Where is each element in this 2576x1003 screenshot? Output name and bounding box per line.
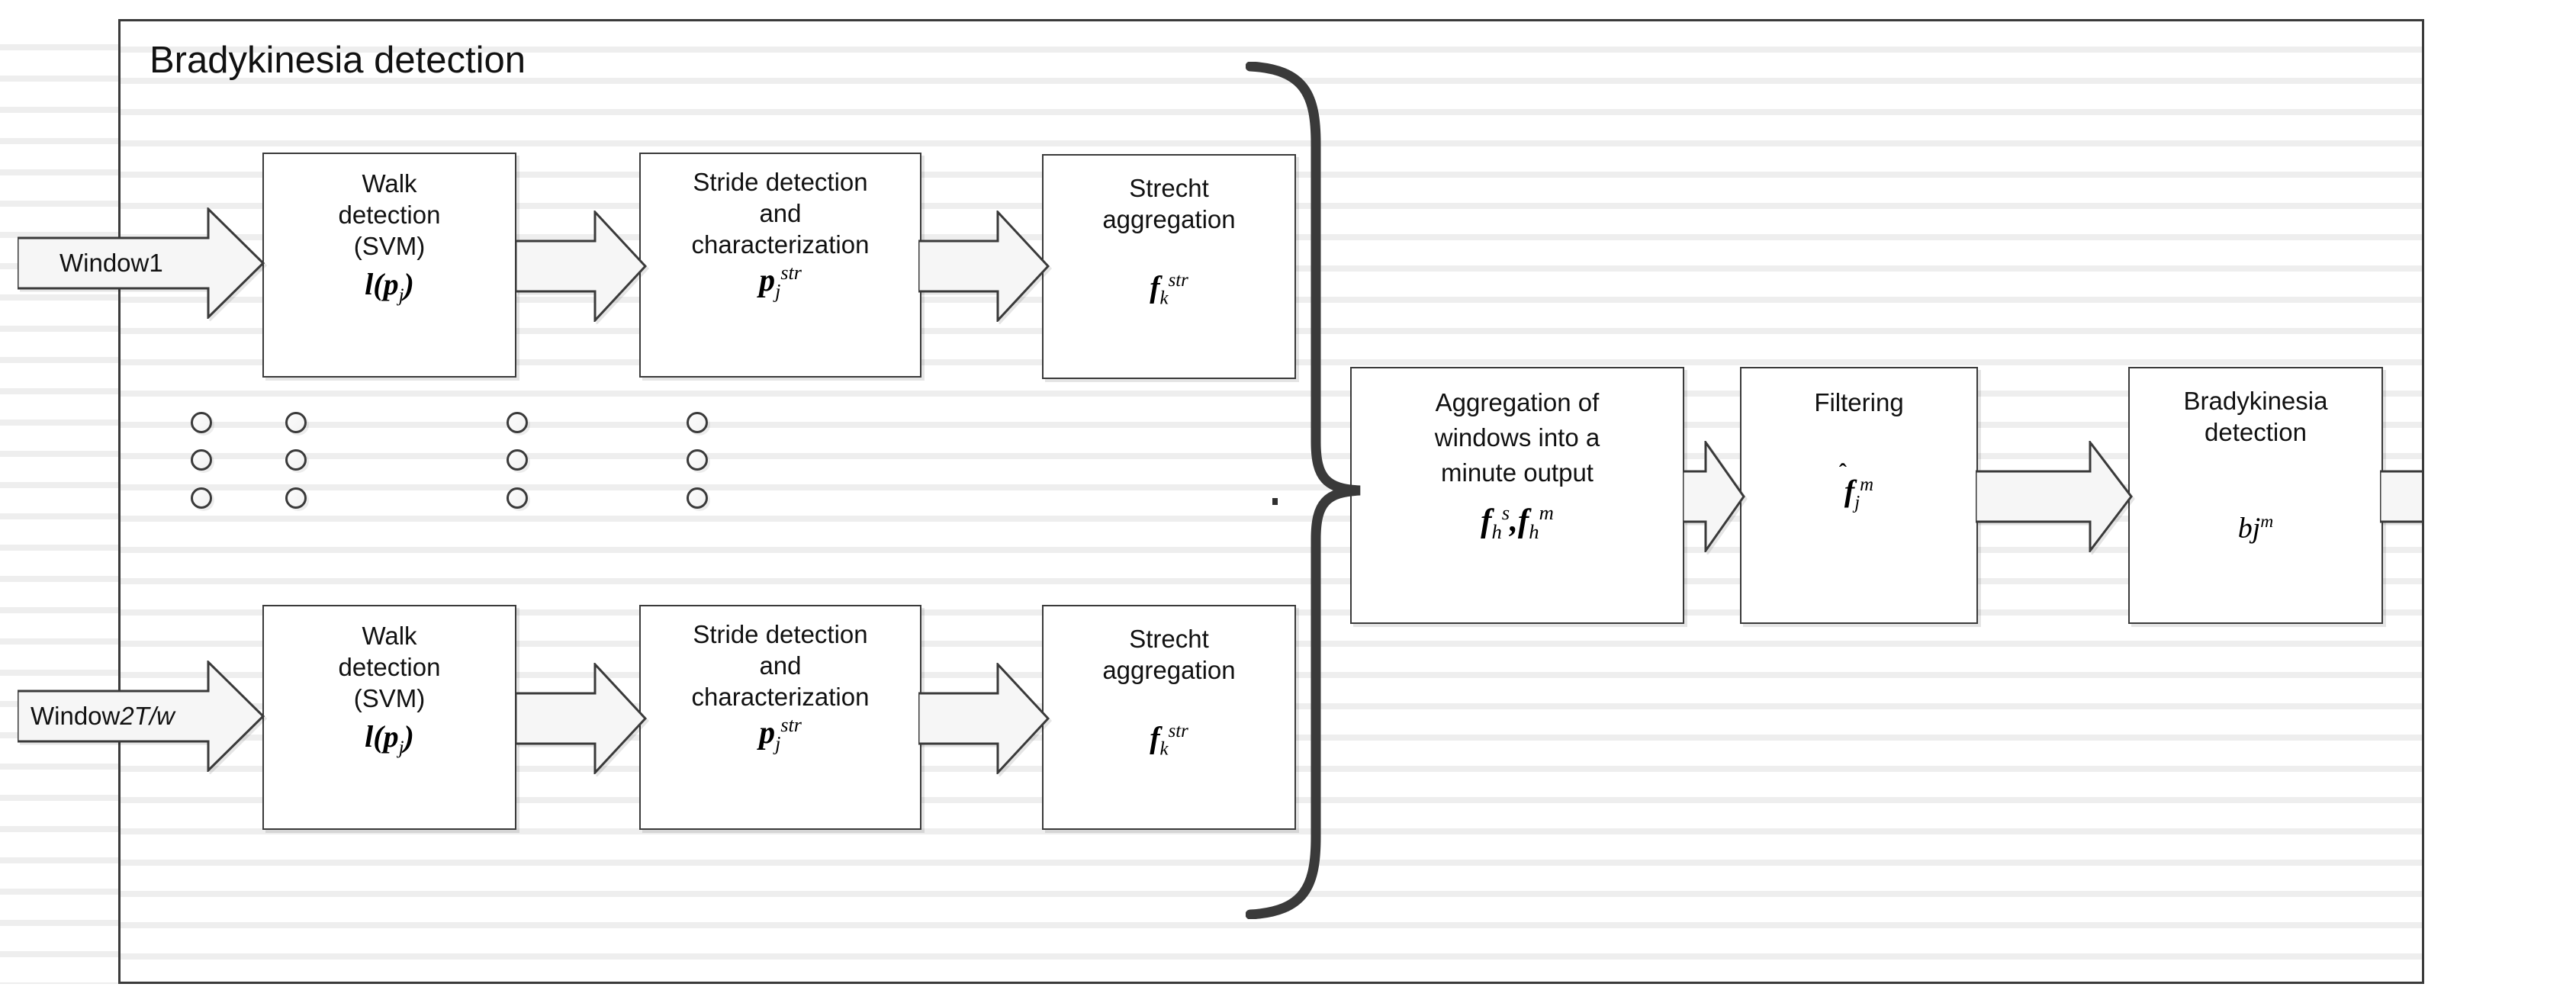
box-symbol: l(pj) (365, 267, 414, 306)
arrow-filtering-to-bradykinesia (1976, 441, 2133, 552)
box-symbol: fhs,fhm (1481, 501, 1554, 543)
ellipsis-dot (191, 487, 212, 509)
box-title: Aggregation of windows into a minute out… (1434, 388, 1600, 487)
ellipsis-dot (507, 487, 528, 509)
box-symbol: ̂fjm (1844, 474, 1874, 513)
ellipsis-dot (285, 487, 307, 509)
box-stride-detection-bottom[interactable]: Stride detection and characterization pj… (639, 605, 921, 830)
page-title: Bradykinesia detection (150, 40, 526, 81)
ellipsis-dot (191, 449, 212, 471)
box-title: Walk detection (SVM) (338, 622, 441, 712)
ellipsis-dot (507, 412, 528, 433)
box-title: Bradykinesia detection (2183, 387, 2328, 446)
arrow-window-1-input (18, 207, 265, 319)
stray-mark (1272, 498, 1278, 505)
box-strecht-aggregation-top[interactable]: Strecht aggregation fkstr (1042, 154, 1296, 379)
arrow-walk-to-stride-top (516, 211, 647, 322)
ellipsis-dot (191, 412, 212, 433)
ellipsis-dot (285, 412, 307, 433)
box-title: Filtering (1814, 388, 1904, 416)
box-symbol: pjstr (759, 262, 802, 303)
ellipsis-dot (687, 412, 708, 433)
box-symbol: fkstr (1150, 720, 1188, 760)
arrow-aggregation-to-filtering (1683, 441, 1745, 552)
box-title: Strecht aggregation (1102, 174, 1236, 233)
arrow-walk-to-stride-bottom (516, 663, 647, 774)
box-symbol: bjm (2237, 512, 2274, 545)
box-title: Stride detection and characterization (691, 620, 870, 711)
box-title: Walk detection (SVM) (338, 169, 441, 260)
page-ruling-lines-left (0, 19, 118, 984)
box-symbol: pjstr (759, 714, 802, 755)
window-1-label: Window 1 (59, 249, 163, 277)
box-bradykinesia-detection[interactable]: Bradykinesia detection bjm (2128, 367, 2383, 624)
bradykinesia-detection-panel: Bradykinesia detection Walk detection (S… (118, 19, 2424, 984)
window-2tw-label: Window 2T/w (31, 702, 175, 730)
box-title: Stride detection and characterization (691, 168, 870, 259)
ellipsis-dot (687, 449, 708, 471)
arrow-stride-to-strecht-bottom (918, 663, 1050, 774)
ellipsis-dot (687, 487, 708, 509)
box-walk-detection-top[interactable]: Walk detection (SVM) l(pj) (262, 153, 516, 378)
box-title: Strecht aggregation (1102, 625, 1236, 684)
box-walk-detection-bottom[interactable]: Walk detection (SVM) l(pj) (262, 605, 516, 830)
box-filtering[interactable]: Filtering ̂fjm (1740, 367, 1978, 624)
box-symbol: l(pj) (365, 719, 414, 758)
arrow-window-2tw-input (18, 661, 265, 772)
ellipsis-dot (285, 449, 307, 471)
box-strecht-aggregation-bottom[interactable]: Strecht aggregation fkstr (1042, 605, 1296, 830)
box-stride-detection-top[interactable]: Stride detection and characterization pj… (639, 153, 921, 378)
arrow-stride-to-strecht-top (918, 211, 1050, 322)
box-aggregation-of-windows[interactable]: Aggregation of windows into a minute out… (1350, 367, 1684, 624)
ellipsis-dot (507, 449, 528, 471)
arrow-output (2380, 441, 2422, 552)
box-symbol: fkstr (1150, 269, 1188, 309)
grouping-brace (1246, 62, 1375, 919)
